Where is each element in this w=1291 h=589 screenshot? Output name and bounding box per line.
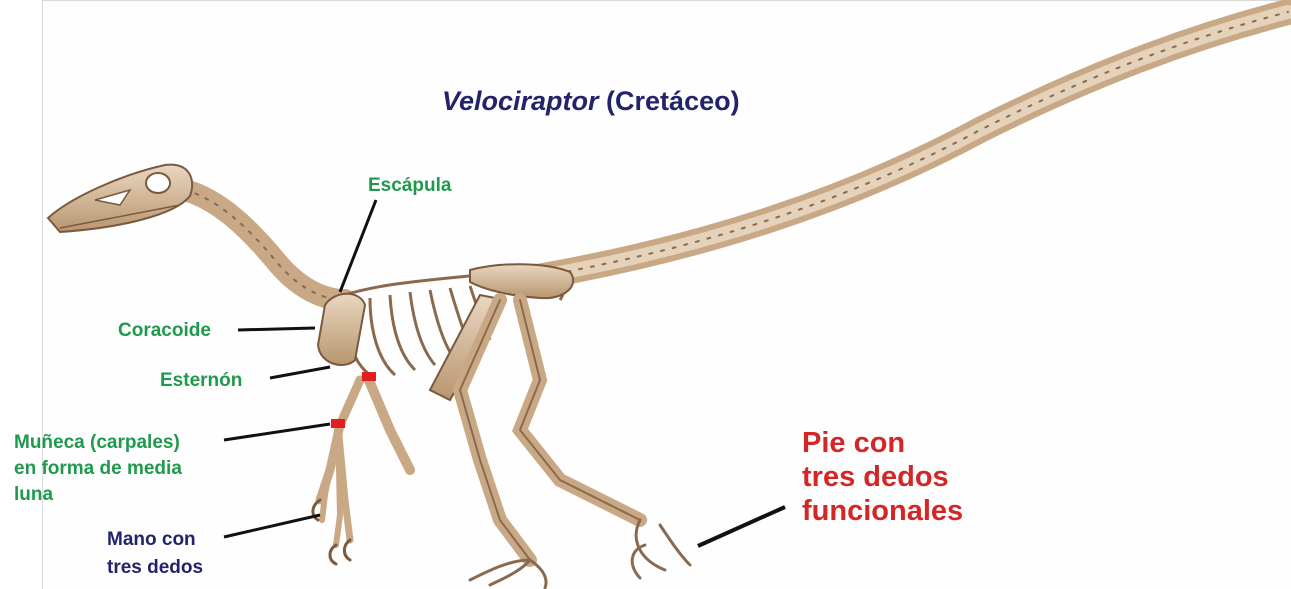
scapula-coracoid	[318, 294, 365, 365]
neck	[185, 190, 345, 300]
label-pie-line1: Pie con	[802, 426, 963, 460]
leg-left	[460, 300, 640, 560]
diagram-title: Velociraptor (Cretáceo)	[442, 86, 740, 117]
label-pie-line2: tres dedos	[802, 460, 963, 494]
label-escapula: Escápula	[368, 175, 451, 197]
title-genus: Velociraptor	[442, 86, 599, 116]
sternum-highlight	[362, 372, 376, 381]
foot-left	[470, 560, 546, 588]
skull	[48, 165, 192, 232]
pelvis	[430, 264, 573, 400]
label-muneca: Muñeca (carpales) en forma de media luna	[14, 430, 182, 508]
label-muneca-line1: Muñeca (carpales)	[14, 430, 182, 456]
label-muneca-line2: en forma de media	[14, 456, 182, 482]
arm	[320, 378, 410, 545]
label-mano-line2: tres dedos	[107, 554, 203, 582]
label-mano-line1: Mano con	[107, 526, 203, 554]
foot-right	[632, 520, 690, 578]
label-muneca-line3: luna	[14, 482, 182, 508]
label-pie: Pie con tres dedos funcionales	[802, 426, 963, 528]
label-coracoide: Coracoide	[118, 320, 211, 342]
title-period: (Cretáceo)	[599, 86, 740, 116]
wrist-highlight	[331, 419, 345, 428]
label-mano: Mano con tres dedos	[107, 526, 203, 582]
tail	[520, 12, 1288, 280]
label-esternon: Esternón	[160, 370, 242, 392]
label-pie-line3: funcionales	[802, 494, 963, 528]
